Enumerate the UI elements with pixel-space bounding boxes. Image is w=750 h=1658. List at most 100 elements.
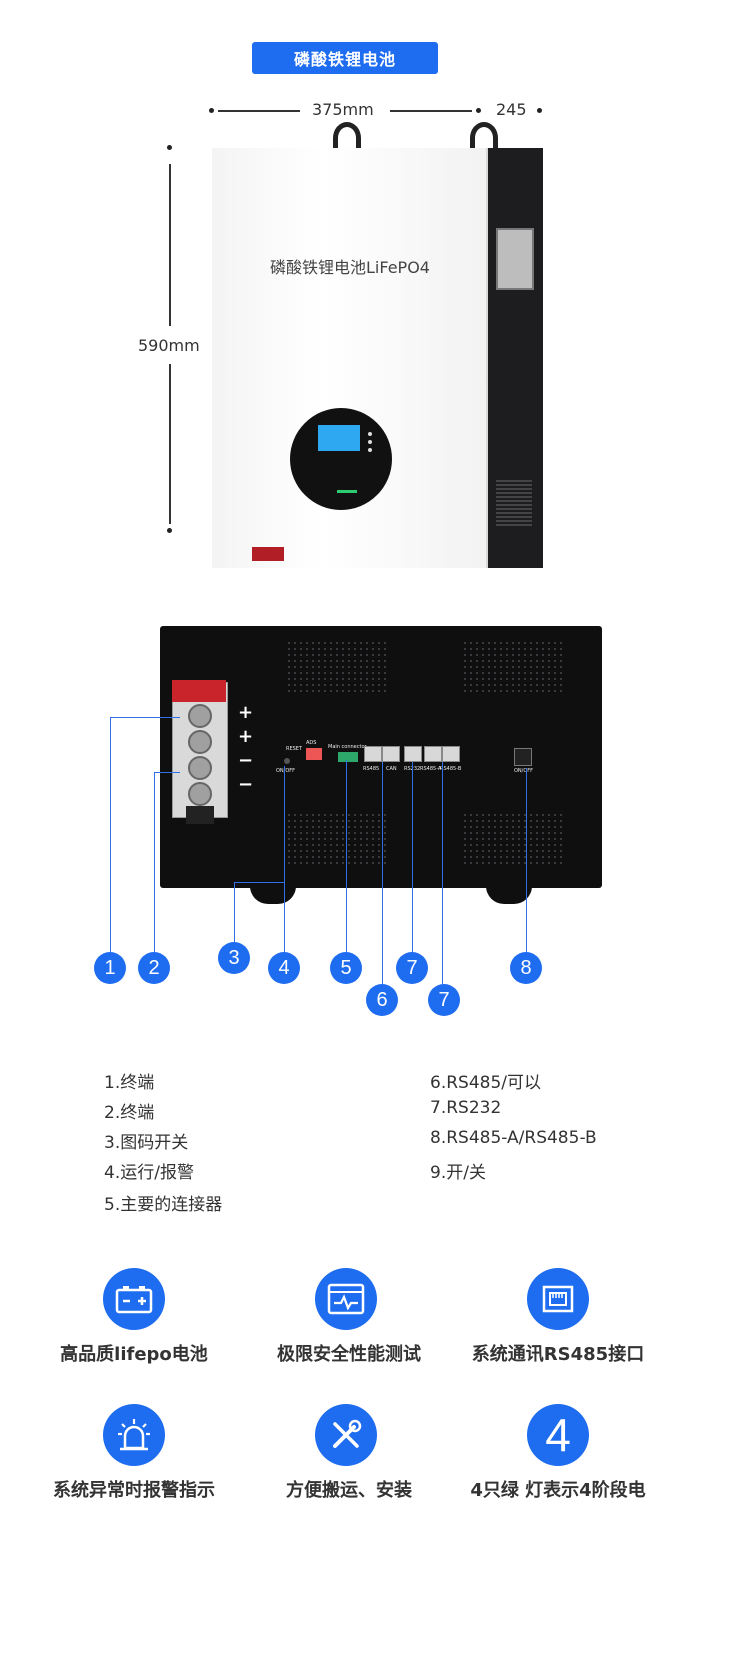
callout-line [154, 772, 180, 773]
port-label: CAN [386, 766, 397, 772]
legend-item: 4.运行/报警 [104, 1163, 194, 1183]
ads-label: ADS [306, 740, 317, 746]
callout-number: 2 [138, 952, 170, 984]
callout-line [284, 766, 285, 952]
dimension-dot [537, 108, 542, 113]
positive-sign: + [238, 702, 254, 723]
number-four-icon: 4 [527, 1404, 589, 1466]
width-dimension-label: 375mm [312, 100, 374, 119]
indicator-led [368, 440, 372, 444]
feature-label: 系统通讯RS485接口 [471, 1344, 645, 1365]
callout-number: 4 [268, 952, 300, 984]
vent-mesh [462, 812, 564, 868]
callout-line [110, 717, 180, 718]
callout-line [234, 882, 284, 883]
can-port[interactable] [382, 746, 400, 762]
callout-number: 7 [428, 984, 460, 1016]
dimension-dot [476, 108, 481, 113]
dimension-line [169, 164, 171, 326]
terminal-bolt [188, 756, 212, 780]
tools-icon [315, 1404, 377, 1466]
rs485-a-port[interactable] [424, 746, 442, 762]
callout-line [346, 760, 347, 952]
battery-icon [103, 1268, 165, 1330]
monitor-pulse-icon [315, 1268, 377, 1330]
legend-item: 3.图码开关 [104, 1133, 189, 1153]
dimension-line [390, 110, 472, 112]
rs485-b-port[interactable] [442, 746, 460, 762]
terminal-bolt [188, 704, 212, 728]
positive-sign: + [238, 726, 254, 747]
power-switch-label: ON/OFF [514, 768, 534, 774]
indicator-led [368, 432, 372, 436]
rs232-port[interactable] [404, 746, 422, 762]
vent-mesh [462, 640, 564, 696]
main-connector[interactable] [338, 752, 358, 762]
vent-mesh [286, 640, 388, 696]
legend-item: 7.RS232 [430, 1098, 502, 1118]
negative-sign: − [238, 750, 254, 771]
terminal-bolt [188, 782, 212, 806]
callout-number: 7 [396, 952, 428, 984]
lcd-screen [318, 425, 360, 451]
callout-number: 8 [510, 952, 542, 984]
legend-item: 2.终端 [104, 1103, 155, 1123]
callout-number: 5 [330, 952, 362, 984]
terminal-bolt [188, 730, 212, 754]
dip-switch[interactable] [306, 748, 322, 760]
port-label: RS485-B [440, 766, 462, 772]
callout-line [382, 762, 383, 984]
front-terminal [252, 547, 284, 561]
reset-button[interactable] [284, 758, 290, 764]
feature-label: 高品质lifepo电池 [60, 1344, 208, 1365]
callout-number: 1 [94, 952, 126, 984]
feature-label: 极限安全性能测试 [277, 1344, 421, 1365]
callout-line [154, 772, 155, 952]
terminal-base [186, 806, 214, 824]
dimension-dot [167, 528, 172, 533]
legend-item: 5.主要的连接器 [104, 1195, 223, 1215]
dimension-line [218, 110, 300, 112]
power-switch[interactable] [514, 748, 532, 766]
ethernet-port-icon [527, 1268, 589, 1330]
page-title: 磷酸铁锂电池 [252, 42, 438, 74]
callout-line [110, 717, 111, 953]
callout-line [442, 762, 443, 984]
depth-dimension-label: 245 [496, 100, 527, 119]
carry-handle [496, 228, 534, 290]
alarm-light-icon [103, 1404, 165, 1466]
callout-number: 6 [366, 984, 398, 1016]
vent-mesh [286, 812, 388, 868]
main-connector-label: Main connector [328, 744, 367, 750]
feature-label: 系统异常时报警指示 [53, 1480, 215, 1501]
mount-foot [250, 886, 296, 904]
callout-number: 3 [218, 942, 250, 974]
port-label: RS485-A [420, 766, 442, 772]
callout-line [526, 768, 527, 952]
feature-label: 4只绿 灯表示4阶段电 [470, 1480, 646, 1501]
negative-sign: − [238, 774, 254, 795]
run-alarm-label: ON/OFF [276, 768, 296, 774]
reset-label: RESET [286, 746, 303, 752]
display-panel [290, 408, 392, 510]
legend-item: 9.开/关 [430, 1163, 486, 1183]
side-vent [496, 480, 532, 526]
mount-foot [486, 886, 532, 904]
product-label: 磷酸铁锂电池LiFePO4 [270, 258, 430, 277]
legend-item: 8.RS485-A/RS485-B [430, 1128, 597, 1148]
indicator-led [368, 448, 372, 452]
rs485-port[interactable] [364, 746, 382, 762]
callout-line [412, 762, 413, 952]
legend-item: 1.终端 [104, 1073, 155, 1093]
port-label: RS485 [363, 766, 380, 772]
four-glyph: 4 [545, 1409, 571, 1461]
feature-label: 方便搬运、安装 [286, 1480, 412, 1501]
height-dimension-label: 590mm [138, 336, 200, 355]
soc-led-bar [337, 490, 357, 493]
legend-item: 6.RS485/可以 [430, 1073, 541, 1093]
dimension-line [169, 364, 171, 524]
callout-line [234, 882, 235, 942]
terminal-red-cap [172, 680, 226, 702]
dimension-dot [167, 145, 172, 150]
dimension-dot [209, 108, 214, 113]
